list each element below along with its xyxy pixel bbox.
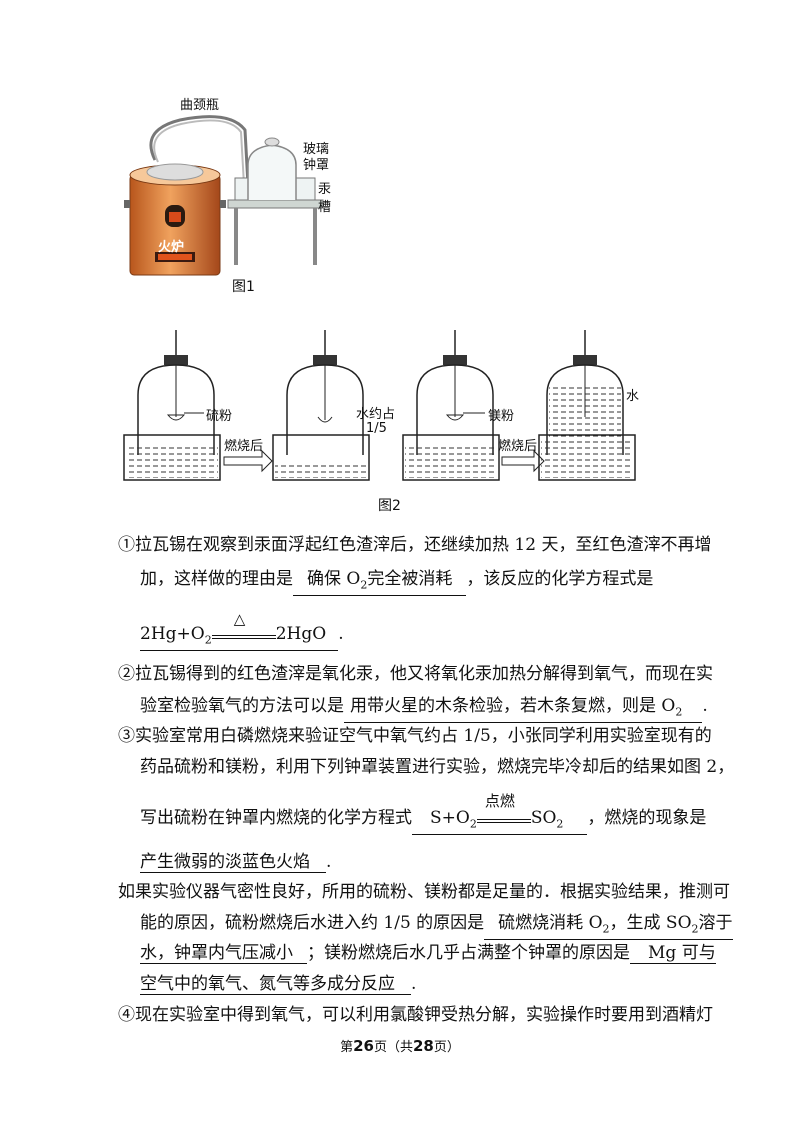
q3-number: ③: [118, 726, 135, 746]
q3-answer-phenomenon: 产生微弱的淡蓝色火焰: [140, 852, 326, 873]
total-pages: 28: [413, 1037, 434, 1055]
heat-symbol: △: [233, 610, 246, 628]
lavoisier-apparatus-illustration: [124, 115, 324, 276]
water-fifth-label-2: 1/5: [366, 421, 387, 436]
q3-answer-equation: S+O2 点燃 SO2: [412, 792, 588, 836]
ignite-condition: 点燃: [484, 792, 515, 810]
page-footer: 第26页（共28页）: [340, 1037, 460, 1055]
q3b-answer-mg-cont: 空气中的氧气、氮气等多成分反应: [140, 974, 411, 995]
mg-label: 镁粉: [488, 409, 515, 424]
water-label: 水: [626, 389, 640, 404]
q3b-answer-sulfur: 硫燃烧消耗 O2，生成 SO2溶于: [484, 913, 733, 941]
q1-answer-equation: 2Hg+O2 △ 2HgO: [140, 610, 339, 652]
q3b-line-4: 空气中的氧气、氮气等多成分反应.: [140, 974, 417, 995]
q2-answer: 用带火星的木条检验，若木条复燃，则是 O2: [344, 696, 703, 724]
after-burn-label-2: 燃烧后: [498, 439, 538, 454]
furnace-label: 火炉: [158, 240, 185, 255]
figure-1-caption: 图1: [232, 279, 255, 295]
q4-number: ④: [118, 1005, 135, 1025]
bell-jar-label-1: 玻璃: [303, 142, 330, 157]
q1-line-1: ①拉瓦锡在观察到汞面浮起红色渣滓后，还继续加热 12 天，至红色渣滓不再增: [118, 535, 712, 555]
page-number: 26: [353, 1037, 374, 1055]
q3b-answer-sulfur-cont: 水，钟罩内气压减小: [140, 943, 307, 964]
q3b-line-2: 能的原因，硫粉燃烧后水进入约 1/5 的原因是硫燃烧消耗 O2，生成 SO2溶于: [140, 911, 733, 941]
q3-line-2: 药品硫粉和镁粉，利用下列钟罩装置进行实验，燃烧完毕冷却后的结果如图 2，: [140, 757, 735, 777]
figure-2: 硫粉 燃烧后 水约占 1/5 镁粉 燃烧后 水 图2: [120, 325, 660, 515]
figure-1: 曲颈瓶 玻璃 钟罩 汞 槽 火炉 图1: [120, 90, 360, 295]
q1-equation: 2Hg+O2 △ 2HgO .: [140, 610, 344, 652]
q3b-line-1: 如果实验仪器气密性良好，所用的硫粉、镁粉都是足量的．根据实验结果，推测可: [118, 882, 730, 902]
q1-line-2: 加，这样做的理由是确保 O2完全被消耗，该反应的化学方程式是: [140, 567, 653, 597]
q2-number: ②: [118, 664, 135, 684]
q4-line-1: ④现在实验室中得到氧气，可以利用氯酸钾受热分解，实验操作时要用到酒精灯: [118, 1005, 713, 1025]
q2-line-2: 验室检验氧气的方法可以是用带火星的木条检验，若木条复燃，则是 O2.: [140, 694, 708, 724]
trough-label-2: 槽: [318, 200, 332, 215]
q1-answer-reason: 确保 O2完全被消耗: [293, 569, 467, 597]
q1-number: ①: [118, 535, 135, 555]
retort-label: 曲颈瓶: [180, 98, 220, 113]
bell-jar-label-2: 钟罩: [303, 158, 330, 173]
q3-line-4: 产生微弱的淡蓝色火焰.: [140, 852, 332, 873]
figure-2-caption: 图2: [378, 498, 401, 514]
trough-label-1: 汞: [318, 182, 332, 197]
after-burn-label-1: 燃烧后: [224, 439, 264, 454]
bell-jar-experiment-diagram: [123, 330, 636, 481]
q3b-answer-mg: Mg 可与: [630, 943, 716, 964]
q3-line-1: ③实验室常用白磷燃烧来验证空气中氧气约占 1/5，小张同学利用实验室现有的: [118, 726, 712, 746]
sulfur-label: 硫粉: [206, 409, 233, 424]
water-fifth-label-1: 水约占: [356, 407, 396, 422]
q2-line-1: ②拉瓦锡得到的红色渣滓是氧化汞，他又将氧化汞加热分解得到氧气，而现在实: [118, 664, 713, 684]
